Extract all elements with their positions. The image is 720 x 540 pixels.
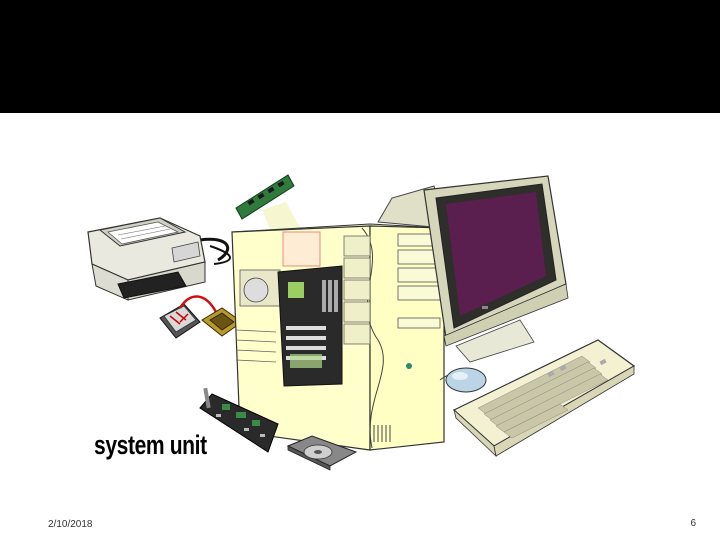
title-bar bbox=[0, 0, 720, 113]
printer-icon bbox=[87, 217, 231, 301]
cpu-chip-icon bbox=[201, 307, 243, 337]
case-icon bbox=[231, 223, 445, 451]
keyboard-icon bbox=[452, 339, 636, 458]
mouse-icon bbox=[439, 367, 487, 393]
cpu-connector-line bbox=[178, 295, 218, 313]
slide-date: 2/10/2018 bbox=[48, 519, 93, 530]
vent-slots bbox=[373, 425, 391, 442]
ram-module-icon bbox=[235, 174, 295, 220]
drive-bays bbox=[397, 233, 441, 329]
power-led bbox=[406, 363, 412, 369]
hard-drive-icon bbox=[286, 435, 358, 471]
monitor-icon bbox=[377, 175, 569, 363]
fan-heatsink-icon bbox=[159, 303, 201, 339]
slide-page-number: 6 bbox=[690, 518, 696, 529]
caption-system-unit: system unit bbox=[94, 430, 207, 460]
monitor-screen bbox=[446, 192, 546, 316]
expansion-card-icon bbox=[199, 387, 279, 453]
